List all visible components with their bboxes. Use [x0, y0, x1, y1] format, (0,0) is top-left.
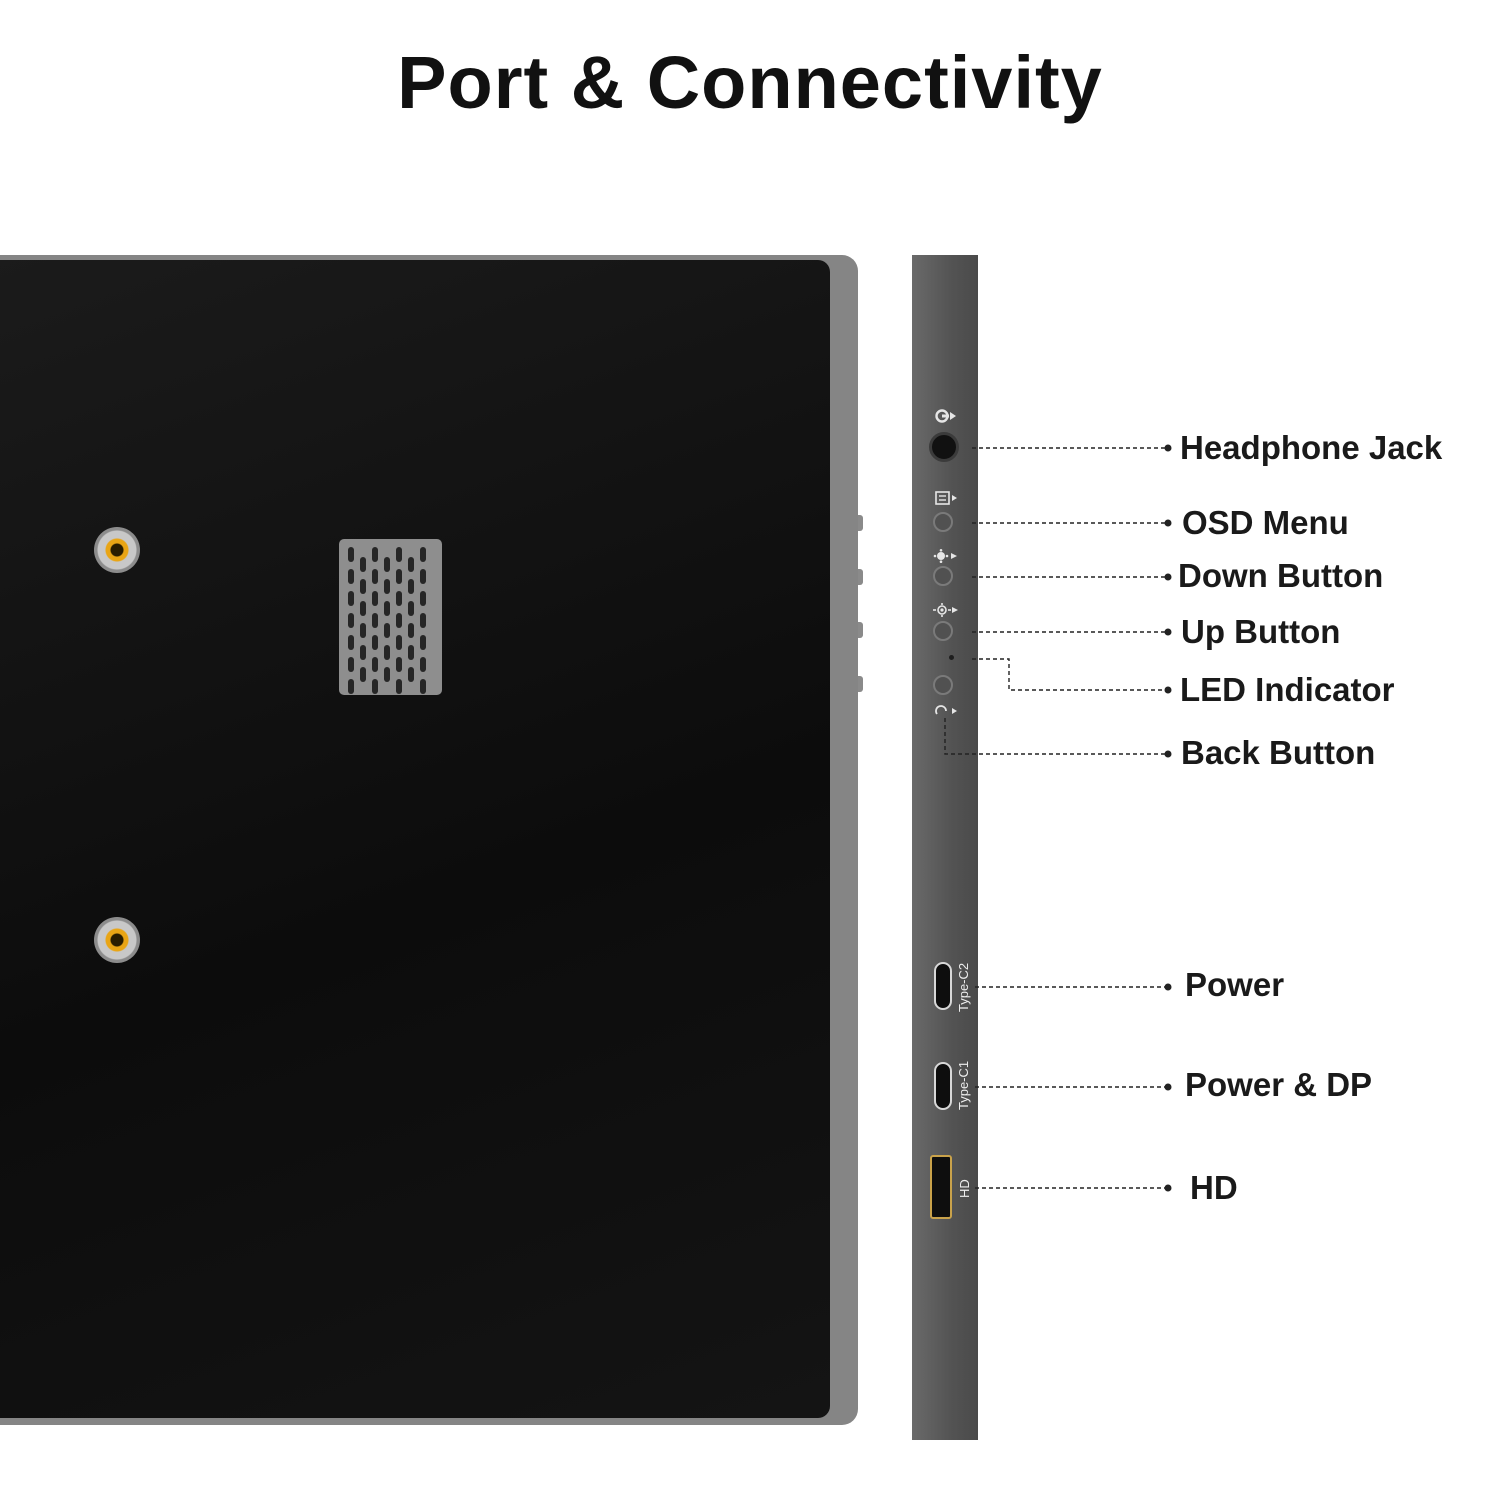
- speaker-slot: [372, 635, 378, 650]
- button-nub: [858, 515, 863, 531]
- speaker-slot: [360, 557, 366, 572]
- speaker-slot: [420, 547, 426, 562]
- speaker-slot: [408, 645, 414, 660]
- speaker-slot: [348, 657, 354, 672]
- monitor-back-frame: [0, 255, 858, 1425]
- usb-c-port-1[interactable]: [934, 1062, 952, 1110]
- callout-power: Power: [1185, 966, 1285, 1003]
- speaker-slot: [408, 623, 414, 638]
- speaker-slot: [408, 579, 414, 594]
- headphone-jack[interactable]: [929, 432, 959, 462]
- speaker-slot: [360, 645, 366, 660]
- speaker-slot: [348, 679, 354, 694]
- osd-menu-button[interactable]: [933, 512, 953, 532]
- speaker-slot: [372, 547, 378, 562]
- brightness-up-icon: [933, 603, 958, 617]
- speaker-slot: [360, 579, 366, 594]
- speaker-slot: [396, 613, 402, 628]
- back-icon: [935, 705, 957, 715]
- speaker-slot: [372, 591, 378, 606]
- speaker-slot: [396, 635, 402, 650]
- speaker-slot: [408, 667, 414, 682]
- speaker-slot: [420, 569, 426, 584]
- callout-down-button: Down Button: [1178, 557, 1384, 594]
- speaker-slot: [420, 657, 426, 672]
- speaker-slot: [372, 613, 378, 628]
- speaker-slot: [396, 679, 402, 694]
- speaker-slot: [420, 591, 426, 606]
- headphone-icon: [935, 409, 956, 423]
- speaker-slot: [360, 667, 366, 682]
- callout-up-button: Up Button: [1181, 613, 1341, 650]
- callout-back-button: Back Button: [1181, 734, 1376, 771]
- speaker-slot: [348, 613, 354, 628]
- hd-port[interactable]: [930, 1155, 952, 1219]
- speaker-slot: [372, 569, 378, 584]
- down-button[interactable]: [933, 566, 953, 586]
- speaker-slot: [420, 635, 426, 650]
- brightness-down-icon: [933, 549, 957, 563]
- speaker-slot: [348, 547, 354, 562]
- speaker-grille: [339, 539, 442, 695]
- speaker-slot: [396, 657, 402, 672]
- speaker-slot: [348, 569, 354, 584]
- speaker-slot: [348, 591, 354, 606]
- speaker-slot: [384, 579, 390, 594]
- monitor-back-panel: [0, 260, 830, 1418]
- button-nub: [858, 569, 863, 585]
- vesa-mount-hole-top: [94, 527, 140, 573]
- callout-power-dp: Power & DP: [1185, 1066, 1373, 1103]
- back-button[interactable]: [933, 675, 953, 695]
- page-title: Port & Connectivity: [397, 41, 1103, 124]
- led-indicator: [949, 655, 954, 660]
- callout-hd: HD: [1190, 1169, 1238, 1206]
- speaker-slot: [384, 667, 390, 682]
- speaker-slot: [396, 591, 402, 606]
- speaker-slot: [408, 601, 414, 616]
- speaker-slot: [408, 557, 414, 572]
- speaker-slot: [396, 569, 402, 584]
- speaker-slot: [360, 601, 366, 616]
- usb-c-port-2[interactable]: [934, 962, 952, 1010]
- vesa-mount-hole-bottom: [94, 917, 140, 963]
- up-button[interactable]: [933, 621, 953, 641]
- speaker-slot: [360, 623, 366, 638]
- button-nub: [858, 622, 863, 638]
- callout-osd-menu: OSD Menu: [1182, 504, 1349, 541]
- speaker-slot: [384, 623, 390, 638]
- speaker-slot: [420, 613, 426, 628]
- speaker-slot: [396, 547, 402, 562]
- callout-headphone-jack: Headphone Jack: [1180, 429, 1443, 466]
- speaker-slot: [384, 601, 390, 616]
- speaker-slot: [348, 635, 354, 650]
- speaker-slot: [384, 645, 390, 660]
- speaker-slot: [384, 557, 390, 572]
- speaker-slot: [372, 657, 378, 672]
- speaker-slot: [372, 679, 378, 694]
- speaker-slot: [420, 679, 426, 694]
- callout-led-indicator: LED Indicator: [1180, 671, 1395, 708]
- button-nub: [858, 676, 863, 692]
- menu-icon: [935, 491, 957, 505]
